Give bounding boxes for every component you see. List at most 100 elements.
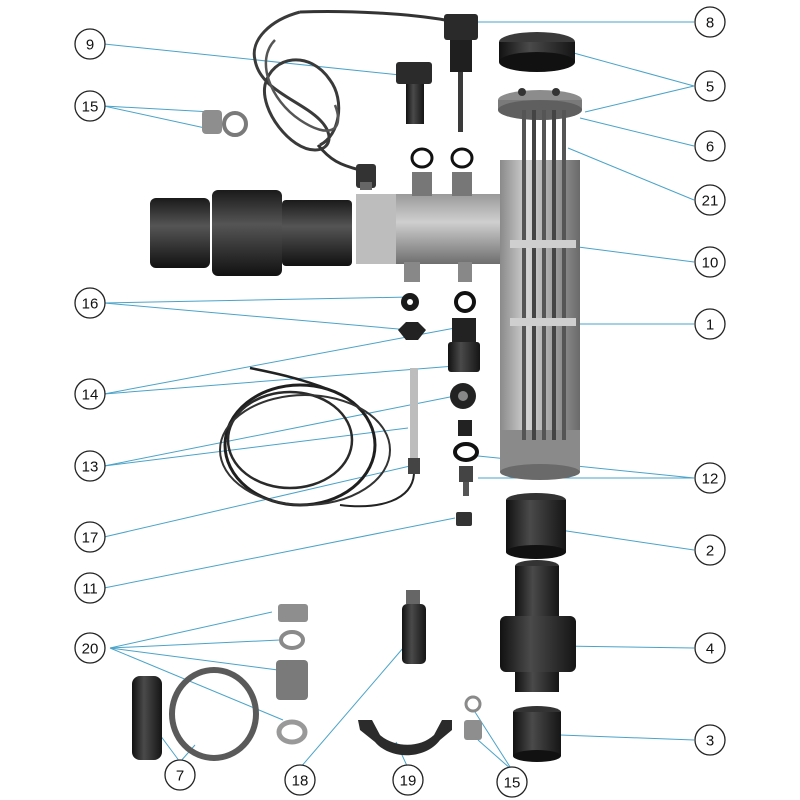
callout-number: 21 — [702, 193, 719, 210]
callout-c12: 12 — [694, 462, 726, 494]
leader-7a — [159, 734, 181, 763]
leader-15b-2 — [477, 739, 513, 771]
leader-17 — [103, 465, 411, 538]
callout-circle — [694, 184, 726, 216]
leader-21 — [567, 147, 695, 201]
callout-number: 9 — [86, 37, 94, 54]
callout-c7: 7 — [164, 759, 196, 791]
leader-lines — [103, 21, 695, 771]
callout-c13: 13 — [74, 450, 106, 482]
callout-circle — [74, 287, 106, 319]
callout-c21: 21 — [694, 184, 726, 216]
leader-16b — [103, 302, 411, 331]
leader-4 — [559, 645, 695, 649]
top-orings — [410, 147, 474, 169]
coupling-2 — [506, 493, 566, 559]
callout-number: 17 — [82, 530, 99, 547]
callout-circle — [694, 308, 726, 340]
callout-number: 19 — [400, 773, 417, 790]
callout-c15a: 15 — [74, 90, 106, 122]
sensor-cable-coil — [252, 9, 446, 190]
nut-oring-15-top — [202, 110, 248, 137]
leader-16a — [103, 296, 411, 304]
leader-5a — [569, 51, 695, 87]
washers-16 — [398, 291, 476, 340]
callout-circle — [74, 28, 106, 60]
parts — [132, 9, 582, 762]
callout-c17: 17 — [74, 521, 106, 553]
callout-number: 20 — [82, 641, 99, 658]
callout-c1: 1 — [694, 308, 726, 340]
callout-circle — [694, 246, 726, 278]
fitting-14 — [448, 318, 480, 372]
callout-c15b: 15 — [496, 766, 528, 798]
leader-7b — [179, 744, 196, 763]
callout-number: 2 — [706, 543, 714, 560]
leader-9 — [103, 43, 411, 77]
callout-circle — [74, 572, 106, 604]
cap-11 — [456, 512, 472, 526]
separator-10 — [510, 240, 576, 248]
callout-circle — [694, 534, 726, 566]
callout-circle — [164, 759, 196, 791]
callout-number: 18 — [292, 773, 309, 790]
leader-20b — [109, 639, 281, 649]
callout-circle — [74, 90, 106, 122]
callout-c9: 9 — [74, 28, 106, 60]
callout-number: 6 — [706, 139, 714, 156]
callout-circle — [284, 764, 316, 796]
leader-15a-2 — [103, 105, 206, 129]
coupling-3 — [513, 706, 561, 762]
electrodes-21 — [522, 110, 566, 440]
leader-20a — [109, 611, 273, 649]
callout-number: 10 — [702, 255, 719, 272]
union-4 — [500, 560, 576, 692]
callout-c10: 10 — [694, 246, 726, 278]
electrode-head-6 — [498, 88, 582, 120]
leader-13a — [103, 395, 456, 467]
callout-number: 5 — [706, 79, 714, 96]
callout-c8: 8 — [694, 6, 726, 38]
nut-oring-15-bottom — [464, 695, 482, 740]
callout-circle — [392, 764, 424, 796]
callout-number: 16 — [82, 296, 99, 313]
callout-number: 3 — [706, 733, 714, 750]
callout-circle — [694, 70, 726, 102]
callout-c16: 16 — [74, 287, 106, 319]
cap-5 — [499, 32, 575, 72]
callout-c3: 3 — [694, 724, 726, 756]
leader-14a — [103, 327, 456, 395]
parts-20 — [276, 604, 308, 745]
callout-c19: 19 — [392, 764, 424, 796]
callout-circle — [74, 632, 106, 664]
callout-number: 8 — [706, 15, 714, 32]
leader-2 — [559, 529, 695, 551]
callout-number: 11 — [82, 581, 98, 598]
callout-c4: 4 — [694, 632, 726, 664]
callout-circle — [74, 521, 106, 553]
leader-6 — [579, 117, 695, 147]
callout-number: 13 — [82, 459, 99, 476]
leader-3 — [559, 734, 695, 741]
leader-15a-1 — [103, 105, 213, 113]
callout-number: 15 — [504, 775, 521, 792]
callout-c2: 2 — [694, 534, 726, 566]
callout-number: 4 — [706, 641, 714, 658]
callout-c20: 20 — [74, 632, 106, 664]
callout-circle — [694, 632, 726, 664]
probe-cable-17 — [219, 366, 420, 508]
callout-circle — [496, 766, 528, 798]
leader-5b — [584, 85, 695, 113]
parts-12 — [453, 442, 479, 496]
callout-c11: 11 — [74, 572, 106, 604]
cell-body-1 — [500, 110, 580, 480]
leader-20c — [109, 647, 279, 671]
callout-number: 15 — [82, 99, 99, 116]
leader-11 — [103, 517, 456, 589]
sensor-connector-9 — [396, 62, 432, 124]
callout-c6: 6 — [694, 130, 726, 162]
callout-c5: 5 — [694, 70, 726, 102]
callout-number: 7 — [176, 768, 184, 785]
